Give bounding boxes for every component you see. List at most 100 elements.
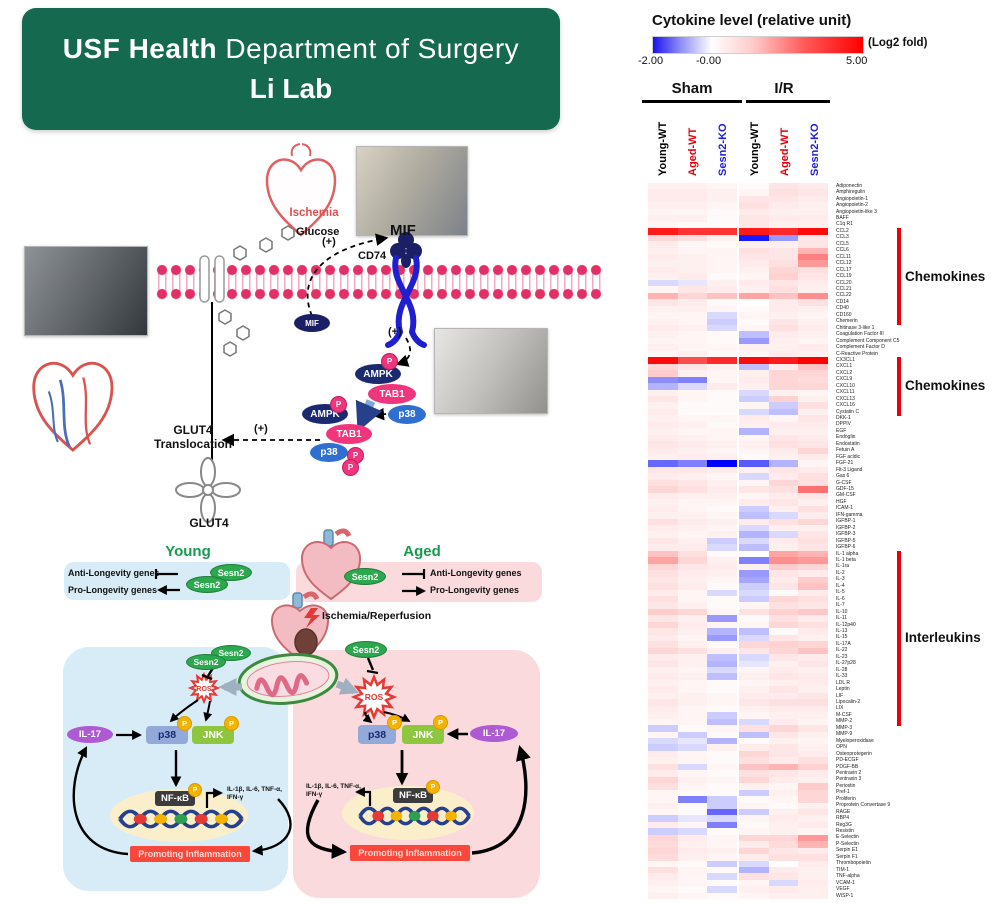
heatmap-cell [677,221,708,229]
heatmap-cell [707,189,738,196]
heatmap-row-label: LDL R [836,679,850,686]
heatmap-row [648,434,829,442]
heatmap-cell [648,679,678,687]
heatmap-cell [737,834,769,842]
heatmap-cell [768,712,799,719]
heatmap-cell [707,576,738,584]
heatmap-row [648,892,829,900]
heatmap-cell [768,512,799,519]
heatmap-cell [737,563,769,571]
heatmap-cell [798,563,829,571]
heatmap-cell [798,428,829,435]
heatmap-row [648,828,829,835]
plus-sign-2: (+) [388,326,402,338]
heatmap-cell [768,834,799,842]
heatmap-cell [707,692,738,700]
heatmap-cell [798,337,829,345]
heatmap-row-label: Chitinase 3-like 1 [836,324,875,331]
heatmap-cell [798,660,829,667]
heatmap-row-label: Fetuin A [836,447,855,454]
heatmap-cell [798,299,829,306]
heatmap-cell [768,892,799,900]
heatmap-cell [737,796,769,803]
heatmap-cell [648,344,678,351]
phospho-badge-nfkb-young: P [188,783,202,797]
heatmap-cell [648,415,678,422]
heatmap-cell [707,563,738,571]
heatmap-row-label: IL-7 [836,602,845,609]
heatmap-row-label: IL-28 [836,666,848,673]
heatmap-cell [648,867,678,874]
pro-longevity-label-young: Pro-Longevity genes [68,585,158,595]
heatmap-cell [768,266,799,274]
heatmap-cell [768,557,799,564]
heatmap-row-label: IL-23 [836,653,848,660]
heatmap-cell [768,537,799,545]
heatmap-cell [737,357,769,364]
heatmap-cell [707,550,738,558]
phospho-badge-p38-aged: P [387,715,402,730]
heatmap-cell [648,731,678,738]
heatmap-cell [707,750,738,758]
heatmap-cell [768,867,799,874]
heatmap-cell [768,415,799,422]
young-band [64,562,290,600]
heatmap-row [648,279,829,287]
heatmap-row-label: OPN [836,744,847,751]
annotation-label: Chemokines [905,378,986,394]
heatmap-cell [648,357,678,364]
heatmap-row [648,576,829,584]
heatmap-cell [737,505,769,513]
heatmap-cell [648,395,678,403]
heatmap-cell [737,525,769,532]
heatmap-cell [768,828,799,835]
heatmap-cell [677,576,708,584]
heatmap-cell [737,428,769,435]
heatmap-row-label: M-CSF [836,711,852,718]
heatmap-row-label: FGF acidic [836,453,861,460]
heatmap-row-label: CCL21 [836,285,852,292]
heatmap-row-label: Periostin [836,782,856,789]
heatmap-row [648,486,829,493]
heatmap-cell [677,324,708,332]
heatmap-cell [737,531,769,538]
heatmap-cell [768,570,799,577]
heatmap-cell [798,183,829,190]
heatmap-cell [768,854,799,861]
heatmap-row [648,815,829,822]
heatmap-cell [768,886,799,893]
heatmap-row-label: IL-12p40 [836,621,856,628]
heatmap-cell [677,544,708,551]
heatmap-cell [798,576,829,584]
heatmap-cell [737,260,769,267]
heatmap-cell [737,621,769,629]
heatmap-cell [798,479,829,487]
heatmap-cell [798,266,829,274]
heatmap-cell [798,208,829,216]
heatmap-cell [648,873,678,880]
heatmap-cell [737,299,769,306]
heatmap-row-label: CCL12 [836,260,852,267]
heatmap-cell [737,660,769,667]
heatmap-cell [677,776,708,784]
heatmap-cell [707,608,738,616]
heatmap-row-label: Reg3G [836,821,852,828]
heatmap-cell [707,273,738,280]
heatmap-cell [768,518,799,526]
heatmap-cell [768,641,799,648]
heatmap-cell [677,608,708,616]
heatmap-cell [707,466,738,474]
heatmap-row-label: TIM-1 [836,866,850,873]
heatmap-row-label: Resistin [836,828,854,835]
heatmap-row [648,796,829,803]
sesn2-node-panel-young-2: Sesn2 [186,654,226,670]
heatmap-cell [648,783,678,790]
heatmap-cell [648,376,678,384]
heatmap-cell [737,686,769,693]
heatmap-cell [798,408,829,416]
heatmap-row [648,499,829,506]
heatmap-cell [768,189,799,196]
heatmap-cell [768,718,799,726]
heatmap-cell [677,563,708,571]
heatmap-row [648,673,829,680]
